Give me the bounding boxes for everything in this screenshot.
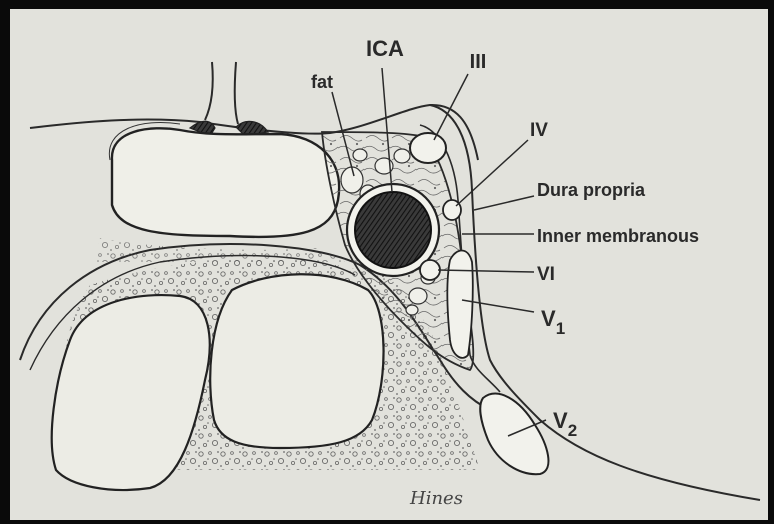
label-cn-vi: VI: [537, 264, 555, 285]
sphenoid-sinus-right: [210, 274, 383, 448]
label-cn-iv: IV: [530, 120, 548, 141]
label-fat: fat: [311, 72, 333, 92]
artist-signature: Hines: [409, 488, 463, 509]
label-dura-propria: Dura propria: [537, 180, 646, 200]
cn-iii: [410, 133, 446, 163]
label-ica: ICA: [366, 36, 404, 61]
label-inner-membranous: Inner membranous: [537, 226, 699, 246]
ica-lumen: [355, 192, 431, 268]
label-cn-iii: III: [470, 51, 487, 73]
pituitary-gland: [112, 128, 339, 237]
cn-v1: [447, 251, 472, 358]
cn-vi: [420, 260, 440, 280]
